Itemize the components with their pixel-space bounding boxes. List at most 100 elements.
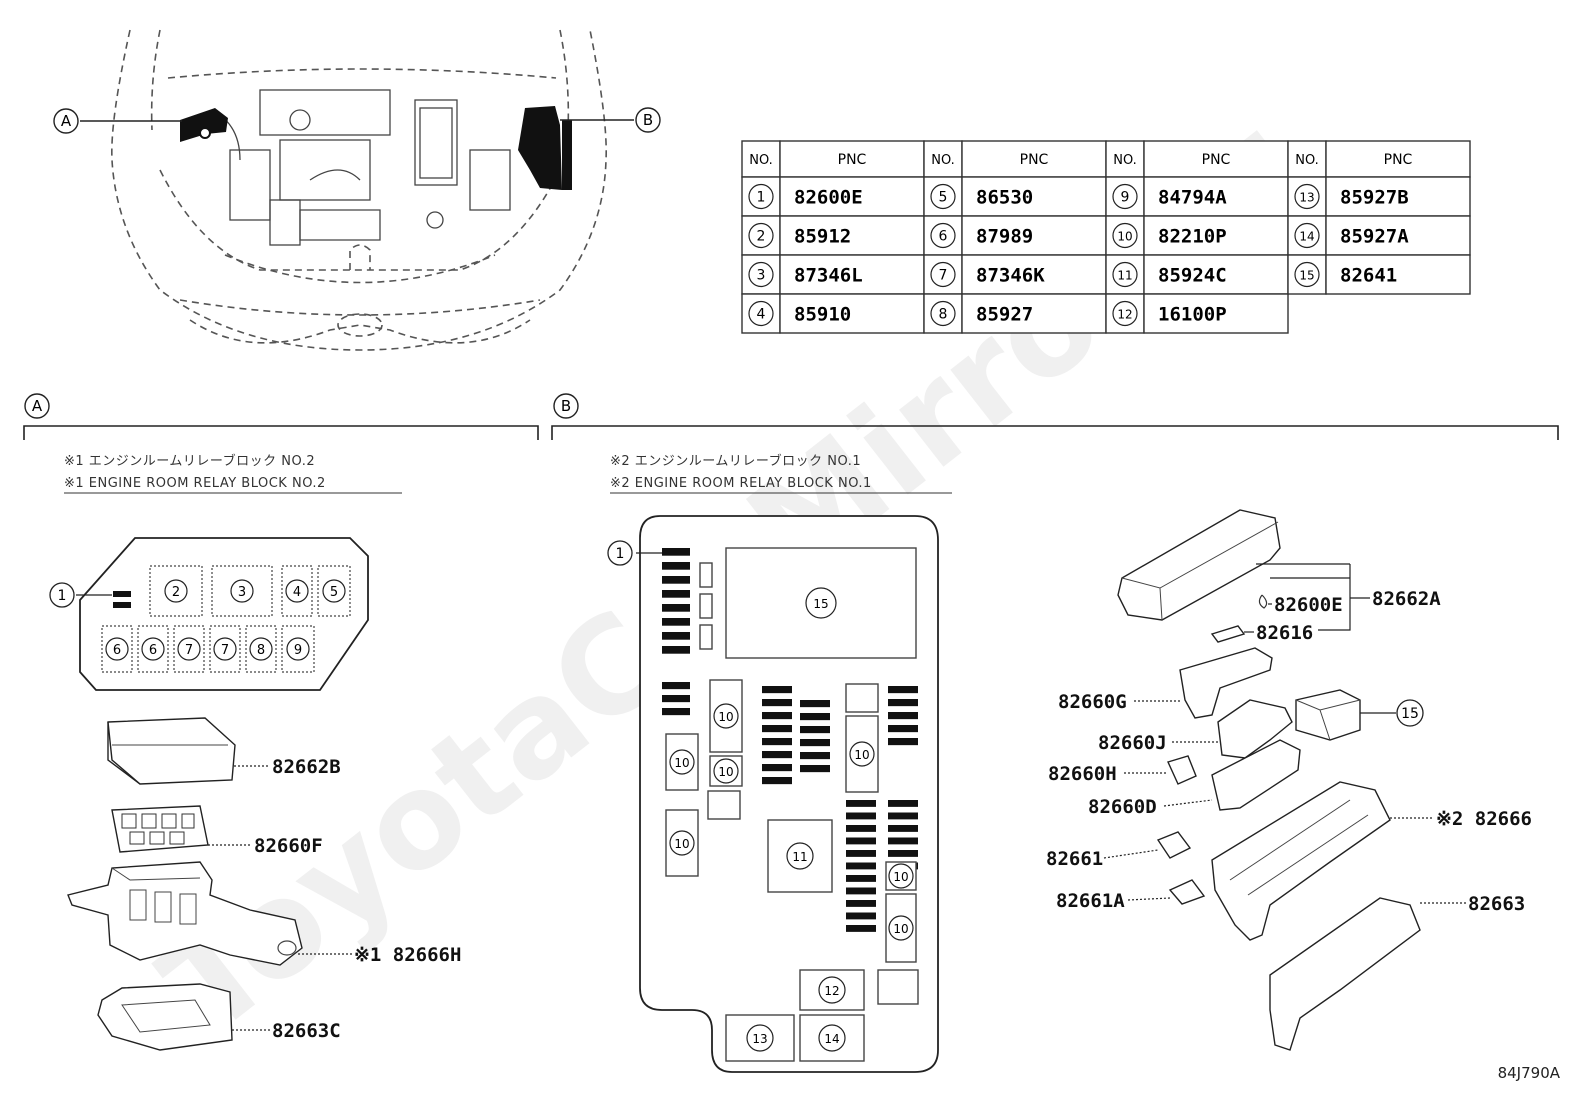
relay-cell: 8 bbox=[245, 625, 277, 673]
svg-text:1: 1 bbox=[616, 546, 625, 562]
relay-cell: 5 bbox=[317, 565, 351, 617]
part-15-relay-drawing bbox=[1295, 689, 1361, 741]
row-number: 14 bbox=[1299, 230, 1314, 244]
relay-cell: 9 bbox=[281, 625, 315, 673]
part-82661-drawing bbox=[1156, 831, 1192, 859]
marker-1-b: 1 bbox=[607, 540, 633, 566]
callout-b-section: B bbox=[553, 393, 579, 419]
part-label-82666h: ※1 82666H bbox=[354, 944, 461, 966]
section-a-title-jp: ※1 エンジンルームリレーブロック NO.2 bbox=[64, 453, 315, 469]
svg-text:12: 12 bbox=[824, 984, 839, 998]
section-b-title-en: ※2 ENGINE ROOM RELAY BLOCK NO.1 bbox=[610, 476, 872, 491]
row-pnc: 86530 bbox=[976, 187, 1033, 209]
svg-text:8: 8 bbox=[257, 643, 265, 658]
svg-text:10: 10 bbox=[674, 756, 689, 770]
engine-bay-illustration bbox=[111, 29, 607, 351]
relay-cell: 11 bbox=[767, 819, 833, 893]
part-label-82662a: 82662A bbox=[1372, 588, 1441, 610]
row-pnc: 16100P bbox=[1158, 304, 1227, 326]
relay-cell: 10 bbox=[845, 715, 879, 793]
svg-text:9: 9 bbox=[294, 643, 302, 658]
row-number: 2 bbox=[757, 229, 766, 245]
relay-cell: 3 bbox=[211, 565, 273, 617]
callout-a-section: A bbox=[24, 393, 50, 419]
part-82660g-drawing bbox=[1179, 647, 1273, 719]
table-row: 6 87989 bbox=[930, 222, 1033, 249]
svg-text:B: B bbox=[643, 111, 653, 129]
relay-cell: 14 bbox=[799, 1014, 865, 1062]
row-number: 6 bbox=[939, 229, 948, 245]
relay-cell: 6 bbox=[101, 625, 133, 673]
svg-text:2: 2 bbox=[172, 585, 180, 600]
section-a-title-en: ※1 ENGINE ROOM RELAY BLOCK NO.2 bbox=[64, 476, 326, 491]
row-pnc: 85927A bbox=[1340, 226, 1409, 248]
table-header-no: NO. bbox=[931, 153, 955, 168]
row-pnc: 87989 bbox=[976, 226, 1033, 248]
table-row: 9 84794A bbox=[1112, 183, 1227, 210]
part-82663c-drawing bbox=[97, 983, 233, 1051]
relay-cell: 7 bbox=[209, 625, 241, 673]
row-pnc: 82641 bbox=[1340, 265, 1397, 287]
table-header-no: NO. bbox=[749, 153, 773, 168]
part-label-82662b: 82662B bbox=[272, 756, 341, 778]
row-pnc: 87346L bbox=[794, 265, 863, 287]
row-number: 8 bbox=[939, 307, 948, 323]
svg-text:14: 14 bbox=[824, 1032, 839, 1046]
svg-text:15: 15 bbox=[1401, 706, 1419, 722]
part-82660j-drawing bbox=[1217, 699, 1293, 759]
part-label-82600e: 82600E bbox=[1274, 594, 1343, 616]
row-pnc: 84794A bbox=[1158, 187, 1227, 209]
part-label-82666: ※2 82666 bbox=[1436, 808, 1532, 830]
row-number: 3 bbox=[757, 268, 766, 284]
table-header-pnc: PNC bbox=[838, 152, 867, 168]
part-label-82661a: 82661A bbox=[1056, 890, 1125, 912]
relay-cell: 13 bbox=[725, 1014, 795, 1062]
part-82660h-drawing bbox=[1167, 755, 1197, 785]
row-number: 15 bbox=[1299, 269, 1314, 283]
row-number: 9 bbox=[1121, 190, 1130, 206]
table-header-pnc: PNC bbox=[1384, 152, 1413, 168]
table-row: 2 85912 bbox=[748, 222, 851, 249]
table-header-no: NO. bbox=[1295, 153, 1319, 168]
relay-cell: 10 bbox=[665, 809, 699, 877]
row-number: 7 bbox=[939, 268, 948, 284]
figure-code: 84J790A bbox=[1498, 1064, 1561, 1082]
part-82661a-drawing bbox=[1168, 879, 1206, 905]
part-82666h-drawing bbox=[67, 861, 303, 966]
part-82662a-drawing bbox=[1117, 509, 1281, 621]
svg-text:7: 7 bbox=[221, 643, 229, 658]
row-pnc: 85912 bbox=[794, 226, 851, 248]
svg-text:11: 11 bbox=[792, 850, 807, 864]
svg-text:6: 6 bbox=[149, 643, 157, 658]
relay-cell: 2 bbox=[149, 565, 203, 617]
row-number: 10 bbox=[1117, 230, 1132, 244]
svg-text:10: 10 bbox=[718, 710, 733, 724]
row-number: 5 bbox=[939, 190, 948, 206]
row-pnc: 85924C bbox=[1158, 265, 1227, 287]
table-header-no: NO. bbox=[1113, 153, 1137, 168]
relay-cell: 7 bbox=[173, 625, 205, 673]
callout-a-top: A bbox=[53, 108, 79, 134]
relay-cell: 10 bbox=[665, 733, 699, 791]
relay-cell: 10 bbox=[709, 679, 743, 753]
part-label-15: 15 bbox=[1396, 699, 1424, 727]
relay-cell: 10 bbox=[885, 893, 917, 963]
part-label-82663: 82663 bbox=[1468, 893, 1525, 915]
part-82660d-drawing bbox=[1211, 739, 1301, 811]
row-pnc: 85927B bbox=[1340, 187, 1409, 209]
row-number: 11 bbox=[1117, 269, 1132, 283]
svg-text:10: 10 bbox=[674, 837, 689, 851]
part-82666-drawing bbox=[1211, 781, 1391, 941]
svg-text:A: A bbox=[32, 397, 43, 415]
part-label-82660f: 82660F bbox=[254, 835, 323, 857]
svg-text:10: 10 bbox=[893, 870, 908, 884]
part-label-82616: 82616 bbox=[1256, 622, 1313, 644]
svg-text:B: B bbox=[561, 397, 571, 415]
